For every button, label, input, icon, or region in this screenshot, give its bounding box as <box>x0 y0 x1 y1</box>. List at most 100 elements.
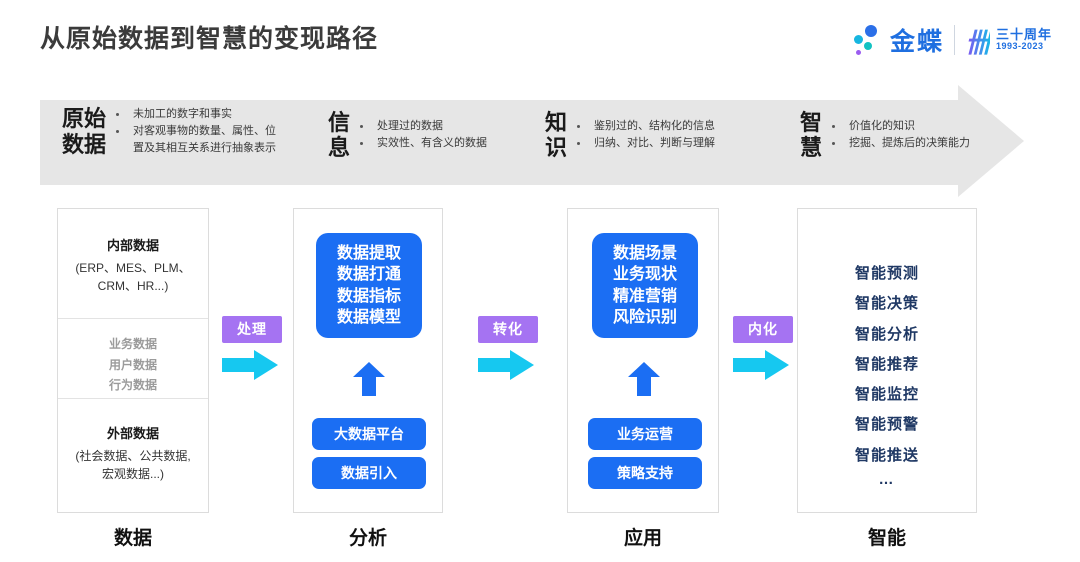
stage-band-content: 原始 数据 未加工的数字和事实 对客观事物的数量、属性、位 置及其相互关系进行抽… <box>40 100 1020 185</box>
application-pill-label: 策略支持 <box>617 465 673 481</box>
band-stage-bullets: 处理过的数据 实效性、有含义的数据 <box>360 118 487 152</box>
analysis-main-item: 数据模型 <box>336 308 401 326</box>
intelligence-item: 智能推荐 <box>854 355 919 373</box>
band-stage-knowledge: 知 识 鉴别过的、结构化的信息 归纳、对比、判断与理解 <box>545 110 715 160</box>
connector-processing: 处理 <box>222 316 282 380</box>
band-stage-bullets: 价值化的知识 挖掘、提炼后的决策能力 <box>832 118 970 152</box>
footer-label-analysis: 分析 <box>348 528 387 549</box>
bullet-text: 未加工的数字和事实 <box>133 108 233 120</box>
footer-label-application: 应用 <box>623 528 662 549</box>
connector-internalization: 内化 <box>733 316 793 380</box>
bullet-text: 置及其相互关系进行抽象表示 <box>133 142 277 155</box>
connector-label: 处理 <box>222 316 282 343</box>
analysis-main-item: 数据指标 <box>336 287 401 305</box>
bullet-text: 鉴别过的、结构化的信息 <box>594 120 716 133</box>
right-arrow-icon <box>733 350 793 380</box>
bullet-text: 实效性、有含义的数据 <box>377 137 488 150</box>
analysis-pill[interactable]: 大数据平台 <box>312 418 426 450</box>
kingdee-logo: 金蝶 卌 三十周年 1993-2023 <box>852 20 1052 60</box>
application-main-item: 业务现状 <box>612 266 677 284</box>
intelligence-ellipsis: … <box>878 471 896 489</box>
anniversary-mark-icon: 卌 <box>965 21 992 60</box>
band-stage-information: 信 息 处理过的数据 实效性、有含义的数据 <box>328 110 487 160</box>
logo-dots-icon <box>852 23 886 57</box>
connector-transformation: 转化 <box>478 316 538 380</box>
logo-divider <box>953 25 955 55</box>
bullet-dot-icon <box>577 125 581 129</box>
card-application: 数据场景 业务现状 精准营销 风险识别 业务运营 策略支持 <box>567 208 719 513</box>
analysis-main-item: 数据打通 <box>336 266 401 284</box>
card-analysis: 数据提取 数据打通 数据指标 数据模型 大数据平台 数据引入 <box>293 208 443 513</box>
up-arrow-icon <box>353 362 385 396</box>
bullet-dot-icon <box>832 142 836 146</box>
right-arrow-icon <box>222 350 282 380</box>
bullet-dot-icon <box>360 142 364 146</box>
external-data-sub-2: 宏观数据...) <box>102 467 164 481</box>
band-stage-raw-data: 原始 数据 未加工的数字和事实 对客观事物的数量、属性、位 置及其相互关系进行抽… <box>62 106 276 157</box>
card-intelligence: 智能预测 智能决策 智能分析 智能推荐 智能监控 智能预警 智能推送 … <box>797 208 977 513</box>
bullet-dot-icon <box>116 130 120 134</box>
internal-data-section: 内部数据 (ERP、MES、PLM、 CRM、HR...) <box>58 209 208 319</box>
bullet-text: 价值化的知识 <box>849 120 916 133</box>
band-stage-title: 知 识 <box>545 110 568 161</box>
footer-label-data: 数据 <box>113 528 152 549</box>
band-stage-title: 原始 数据 <box>62 106 107 157</box>
footer-label-intelligence: 智能 <box>867 528 906 549</box>
application-pill[interactable]: 策略支持 <box>588 457 702 489</box>
connector-label: 内化 <box>733 316 793 343</box>
application-main-item: 数据场景 <box>612 245 677 263</box>
bullet-dot-spacer <box>116 147 119 150</box>
intelligence-item: 智能监控 <box>854 386 919 404</box>
band-stage-wisdom: 智 慧 价值化的知识 挖掘、提炼后的决策能力 <box>800 110 970 160</box>
band-stage-bullets: 鉴别过的、结构化的信息 归纳、对比、判断与理解 <box>577 118 715 152</box>
band-stage-title: 信 息 <box>328 110 351 161</box>
intelligence-item: 智能决策 <box>854 295 919 313</box>
stage-band-arrowhead-icon <box>958 85 1024 197</box>
bullet-dot-icon <box>360 125 364 129</box>
page-title: 从原始数据到智慧的变现路径 <box>40 25 379 53</box>
bullet-dot-icon <box>577 142 581 146</box>
stage-band <box>40 100 958 185</box>
intelligence-item: 智能推送 <box>854 446 919 464</box>
band-stage-title: 智 慧 <box>800 110 823 161</box>
bullet-text: 归纳、对比、判断与理解 <box>594 137 716 150</box>
anniversary-label: 三十周年 <box>995 27 1052 43</box>
band-stage-bullets: 未加工的数字和事实 对客观事物的数量、属性、位 置及其相互关系进行抽象表示 <box>116 106 276 157</box>
bullet-dot-icon <box>832 125 836 129</box>
internal-data-title: 内部数据 <box>106 238 159 253</box>
up-arrow-icon <box>628 362 660 396</box>
analysis-pill-label: 大数据平台 <box>334 426 404 442</box>
right-arrow-icon <box>478 350 538 380</box>
bullet-text: 处理过的数据 <box>377 120 444 133</box>
application-main-box[interactable]: 数据场景 业务现状 精准营销 风险识别 <box>592 233 698 338</box>
card-data: 内部数据 (ERP、MES、PLM、 CRM、HR...) 业务数据 用户数据 … <box>57 208 209 513</box>
external-data-title: 外部数据 <box>106 426 159 441</box>
anniversary-text: 三十周年 1993-2023 <box>996 28 1052 51</box>
application-main-item: 精准营销 <box>612 287 677 305</box>
internal-data-sub-1: (ERP、MES、PLM、 <box>75 261 191 275</box>
application-main-item: 风险识别 <box>612 308 677 326</box>
bullet-text: 对客观事物的数量、属性、位 <box>133 125 277 138</box>
connector-label: 转化 <box>478 316 538 343</box>
logo-brand-name: 金蝶 <box>889 28 944 56</box>
external-data-sub-1: (社会数据、公共数据, <box>75 449 191 463</box>
intelligence-list: 智能预测 智能决策 智能分析 智能推荐 智能监控 智能预警 智能推送 … <box>798 259 976 488</box>
bullet-dot-icon <box>116 113 120 117</box>
middle-data-section: 业务数据 用户数据 行为数据 <box>58 319 208 399</box>
middle-data-item: 行为数据 <box>108 378 157 393</box>
external-data-section: 外部数据 (社会数据、公共数据, 宏观数据...) <box>58 399 208 512</box>
analysis-main-box[interactable]: 数据提取 数据打通 数据指标 数据模型 <box>316 233 422 338</box>
analysis-main-item: 数据提取 <box>336 245 401 263</box>
application-pill-label: 业务运营 <box>617 426 673 442</box>
middle-data-item: 用户数据 <box>108 357 157 372</box>
analysis-pill-label: 数据引入 <box>341 465 397 481</box>
intelligence-item: 智能预警 <box>854 416 919 434</box>
application-pill[interactable]: 业务运营 <box>588 418 702 450</box>
intelligence-item: 智能预测 <box>854 265 919 282</box>
intelligence-item: 智能分析 <box>854 325 919 343</box>
bullet-text: 挖掘、提炼后的决策能力 <box>849 137 971 150</box>
analysis-pill[interactable]: 数据引入 <box>312 457 426 489</box>
anniversary-years: 1993-2023 <box>995 41 1044 52</box>
middle-data-item: 业务数据 <box>108 337 157 351</box>
internal-data-sub-2: CRM、HR...) <box>97 279 169 293</box>
